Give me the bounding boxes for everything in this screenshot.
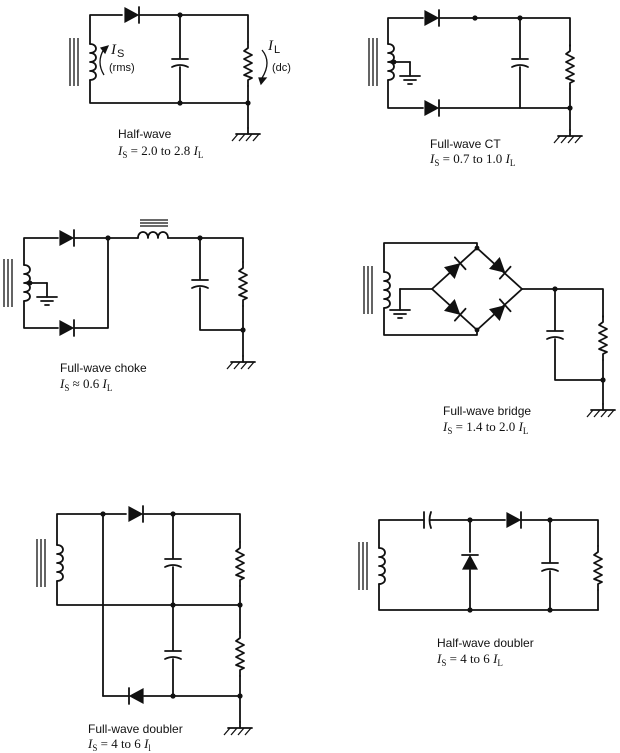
svg-text:IS = 0.7 to 1.0 IL: IS = 0.7 to 1.0 IL [429, 151, 515, 168]
is-label: I [110, 42, 117, 58]
formula-half-wave: IS = 2.0 to 2.8 IL [117, 143, 203, 160]
diode [461, 554, 479, 570]
center-tap-ground [399, 75, 421, 85]
resistor [565, 44, 575, 90]
full-wave-ct-circuit: Full-wave CT IS = 0.7 to 1.0 IL [368, 9, 583, 168]
diode [59, 229, 75, 247]
half-wave-circuit: I S (rms) I L (dc) Half-wave IS = 2.0 to… [69, 6, 291, 160]
diode [424, 99, 440, 117]
caption-full-wave-choke: Full-wave choke [60, 361, 147, 375]
ground-symbol [231, 127, 261, 142]
capacitor [171, 58, 189, 68]
capacitor [541, 562, 559, 572]
full-wave-bridge-circuit: Full-wave bridge IS = 1.4 to 2.0 IL [363, 242, 616, 436]
diode [424, 9, 440, 27]
diode [128, 505, 144, 523]
svg-text:IS = 1.4 to 2.0 IL: IS = 1.4 to 2.0 IL [442, 419, 528, 436]
ground-symbol [226, 355, 256, 370]
diode [124, 6, 140, 24]
ground-symbol [586, 403, 616, 418]
caption-half-wave: Half-wave [118, 127, 172, 141]
formula-half-wave-doubler: IS = 4 to 6 IL [436, 651, 503, 668]
resistor [243, 41, 253, 87]
full-wave-doubler-circuit: Full-wave doubler IS = 4 to 6 Il [36, 505, 253, 753]
svg-text:IS ≈ 0.6 IL: IS ≈ 0.6 IL [59, 376, 112, 393]
svg-text:IS = 4 to 6 Il: IS = 4 to 6 Il [87, 736, 151, 753]
caption-full-wave-doubler: Full-wave doubler [88, 722, 183, 736]
il-subscript: L [274, 44, 280, 56]
diode [506, 511, 522, 529]
capacitor [191, 279, 209, 289]
formula-full-wave-choke: IS ≈ 0.6 IL [59, 376, 112, 393]
center-tap-ground [389, 309, 411, 319]
caption-half-wave-doubler: Half-wave doubler [437, 636, 534, 650]
is-subscript: S [117, 48, 124, 60]
resistor [238, 261, 248, 307]
capacitor [164, 558, 182, 568]
svg-text:IS = 4 to 6 IL: IS = 4 to 6 IL [436, 651, 503, 668]
svg-text:IS = 2.0 to 2.8 IL: IS = 2.0 to 2.8 IL [117, 143, 203, 160]
capacitor [164, 650, 182, 660]
resistor [235, 631, 245, 677]
ground-symbol [223, 721, 253, 736]
rms-label: (rms) [109, 62, 135, 74]
capacitor [546, 330, 564, 340]
dc-label: (dc) [272, 62, 291, 74]
resistor [235, 541, 245, 587]
diode [59, 319, 75, 337]
diode [128, 687, 144, 705]
caption-full-wave-bridge: Full-wave bridge [443, 404, 531, 418]
ground-symbol [553, 129, 583, 144]
center-tap-ground [36, 296, 58, 306]
caption-full-wave-ct: Full-wave CT [430, 137, 501, 151]
il-label: I [267, 38, 274, 54]
formula-full-wave-bridge: IS = 1.4 to 2.0 IL [442, 419, 528, 436]
full-wave-choke-circuit: Full-wave choke IS ≈ 0.6 IL [3, 219, 256, 393]
formula-full-wave-doubler: IS = 4 to 6 Il [87, 736, 151, 753]
resistor [598, 315, 608, 361]
formula-full-wave-ct: IS = 0.7 to 1.0 IL [429, 151, 515, 168]
resistor [593, 545, 603, 591]
capacitor [511, 58, 529, 68]
half-wave-doubler-circuit: Half-wave doubler IS = 4 to 6 IL [358, 511, 603, 668]
